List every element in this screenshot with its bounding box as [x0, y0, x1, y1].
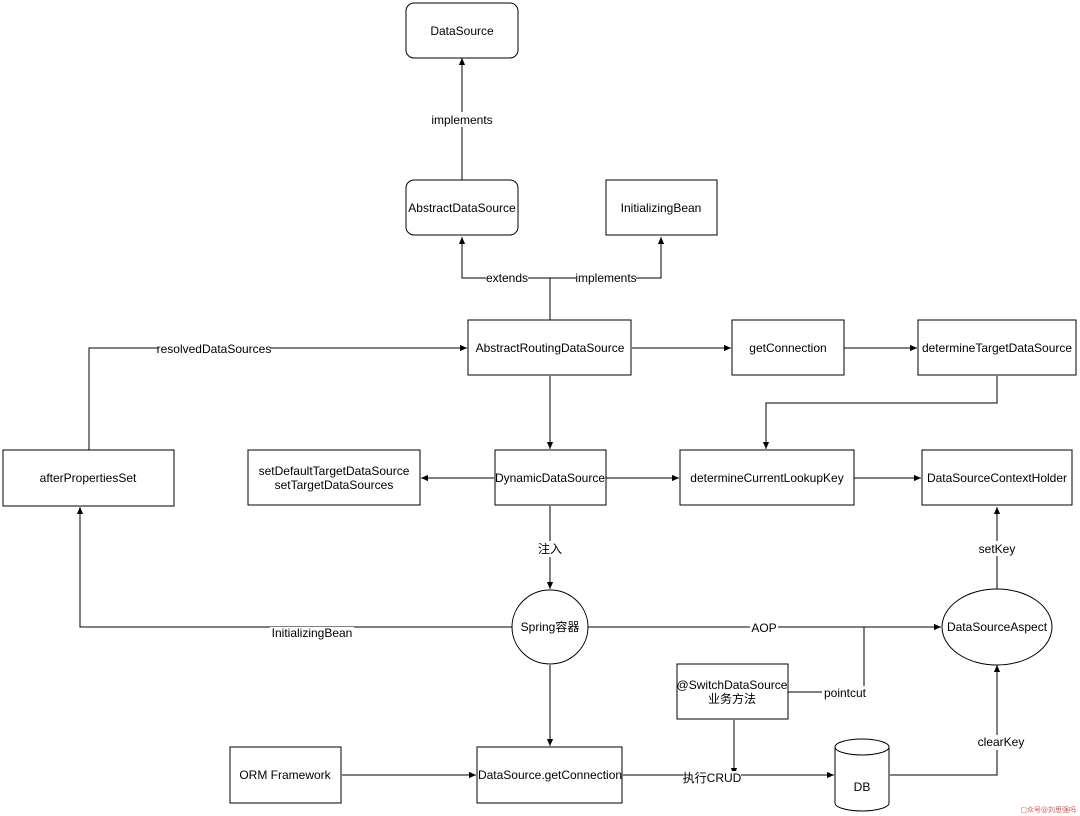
- node-db-label: DB: [854, 780, 871, 794]
- node-determine-target-datasource-label: determineTargetDataSource: [922, 341, 1072, 355]
- label-execute-crud: 执行CRUD: [683, 771, 742, 785]
- edges: [76, 58, 1001, 779]
- label-inject: 注入: [538, 541, 562, 556]
- node-abstract-routing-datasource-label: AbstractRoutingDataSource: [476, 341, 625, 355]
- node-business-method-label: 业务方法: [708, 691, 756, 706]
- label-setkey: setKey: [979, 542, 1016, 556]
- node-datasource-context-holder-label: DataSourceContextHolder: [927, 471, 1067, 485]
- node-dynamic-datasource[interactable]: DynamicDataSource: [494, 449, 607, 506]
- node-dynamic-datasource-label: DynamicDataSource: [495, 471, 605, 485]
- node-getconnection[interactable]: getConnection: [731, 319, 845, 376]
- node-datasource-aspect[interactable]: DataSourceAspect: [941, 588, 1053, 666]
- node-datasource-getconnection-label: DataSource.getConnection: [478, 768, 622, 782]
- node-abstract-routing-datasource[interactable]: AbstractRoutingDataSource: [467, 319, 632, 376]
- node-datasource-label: DataSource: [430, 24, 494, 38]
- node-abstract-datasource[interactable]: AbstractDataSource: [405, 179, 519, 236]
- label-aop: AOP: [751, 621, 776, 635]
- node-datasource-aspect-label: DataSourceAspect: [947, 620, 1048, 634]
- watermark: □众号@刘思强吗: [1020, 805, 1076, 814]
- node-spring-container[interactable]: Spring容器: [511, 589, 589, 665]
- node-switch-datasource-label: @SwitchDataSource: [677, 678, 788, 692]
- node-datasource[interactable]: DataSource: [405, 2, 519, 59]
- node-set-target-datasources[interactable]: setDefaultTargetDataSource setTargetData…: [247, 449, 421, 506]
- node-spring-container-label: Spring容器: [521, 619, 580, 634]
- label-implements-top: implements: [431, 113, 492, 127]
- node-getconnection-label: getConnection: [749, 341, 826, 355]
- edge-labels: implements extends implements resolvedDa…: [157, 112, 1025, 785]
- node-datasource-context-holder[interactable]: DataSourceContextHolder: [921, 449, 1073, 506]
- node-set-target-datasources-label: setTargetDataSources: [275, 478, 394, 492]
- node-afterpropertiesset[interactable]: afterPropertiesSet: [2, 449, 175, 507]
- node-determine-target-datasource[interactable]: determineTargetDataSource: [917, 319, 1077, 376]
- label-clearkey: clearKey: [978, 735, 1025, 749]
- node-afterpropertiesset-label: afterPropertiesSet: [40, 471, 137, 485]
- edge-switchds-pointcut: [788, 627, 865, 693]
- node-initializingbean[interactable]: InitializingBean: [605, 179, 718, 236]
- node-abstract-datasource-label: AbstractDataSource: [408, 201, 516, 215]
- edge-determinetarget-to-lookupkey: [762, 376, 998, 449]
- node-initializingbean-label: InitializingBean: [621, 201, 702, 215]
- label-extends: extends: [486, 271, 528, 285]
- node-determine-current-lookup-key-label: determineCurrentLookupKey: [690, 471, 843, 485]
- node-set-default-target-label: setDefaultTargetDataSource: [259, 464, 410, 478]
- node-orm-framework[interactable]: ORM Framework: [229, 746, 342, 804]
- node-determine-current-lookup-key[interactable]: determineCurrentLookupKey: [679, 449, 855, 506]
- label-pointcut: pointcut: [824, 686, 867, 700]
- edge-spring-to-afterpropertiesset: [76, 507, 512, 628]
- label-resolved-datasources: resolvedDataSources: [157, 342, 272, 356]
- edge-afterpropertiesset-to-routing: [88, 344, 467, 450]
- node-orm-framework-label: ORM Framework: [239, 768, 331, 782]
- edge-db-to-aspect: [890, 665, 1001, 776]
- node-switch-datasource[interactable]: @SwitchDataSource 业务方法: [676, 663, 789, 720]
- node-datasource-getconnection[interactable]: DataSource.getConnection: [476, 746, 623, 804]
- label-implements-mid: implements: [575, 271, 636, 285]
- node-db[interactable]: DB: [834, 738, 890, 812]
- label-initializingbean-edge: InitializingBean: [272, 626, 353, 640]
